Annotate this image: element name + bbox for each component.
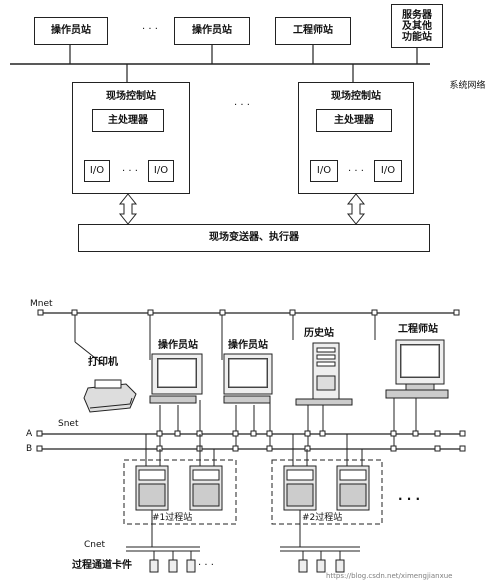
io-label: I/O [153,165,169,176]
io-box-1a: I/O [84,160,110,182]
io-card-label: 过程通道卡件 [72,560,132,571]
process-station-1-frame [123,459,237,525]
io-box-2b: I/O [374,160,402,182]
main-processor-1-label: 主处理器 [108,114,148,126]
mnet-label: Mnet [30,299,53,309]
io-box-1b: I/O [148,160,174,182]
field-devices-box: 现场变送器、执行器 [78,224,430,252]
engineer-station-label-bottom: 工程师站 [398,324,438,335]
printer-label: 打印机 [88,357,118,368]
operator-station-1-label: 操作员站 [51,25,91,36]
ellipsis-mid: · · · [234,100,250,111]
operator-station-2-label: 操作员站 [192,25,232,36]
field-station-2-label: 现场控制站 [331,91,381,102]
bus-b-label: B [26,444,33,454]
watermark: https://blog.csdn.net/ximengjianxue [326,572,453,580]
operator-station-1-box: 操作员站 [34,17,108,45]
io-box-2a: I/O [310,160,338,182]
op-station-2-label: 操作员站 [228,340,268,351]
server-label: 服务器 及其他 功能站 [402,9,432,43]
engineer-station-label: 工程师站 [293,25,333,36]
io-label: I/O [380,165,396,176]
op-station-1-label: 操作员站 [158,340,198,351]
process-station-1-label: #1过程站 [152,513,193,523]
card-ellipsis: · · · [198,560,214,571]
server-box: 服务器 及其他 功能站 [391,4,443,48]
io-ellipsis-2: · · · [348,166,364,177]
cnet-label: Cnet [84,540,106,550]
system-network-label: 系统网络 [449,81,486,91]
main-processor-2-box: 主处理器 [316,109,392,132]
io-label: I/O [89,165,105,176]
ellipsis-top: · · · [142,24,158,35]
field-station-1-label: 现场控制站 [106,91,156,102]
operator-station-2-box: 操作员站 [174,17,250,45]
io-ellipsis-1: · · · [122,166,138,177]
io-label: I/O [316,165,332,176]
engineer-station-box: 工程师站 [275,17,351,45]
field-devices-label: 现场变送器、执行器 [209,232,299,243]
main-processor-1-box: 主处理器 [92,109,164,132]
main-processor-2-label: 主处理器 [334,114,374,126]
ellipsis-stations: . . . [398,489,421,503]
snet-label: Snet [58,419,79,429]
bus-a-label: A [26,429,33,439]
process-station-2-frame [271,459,383,525]
process-station-2-label: #2过程站 [302,513,343,523]
history-station-label: 历史站 [304,328,334,339]
